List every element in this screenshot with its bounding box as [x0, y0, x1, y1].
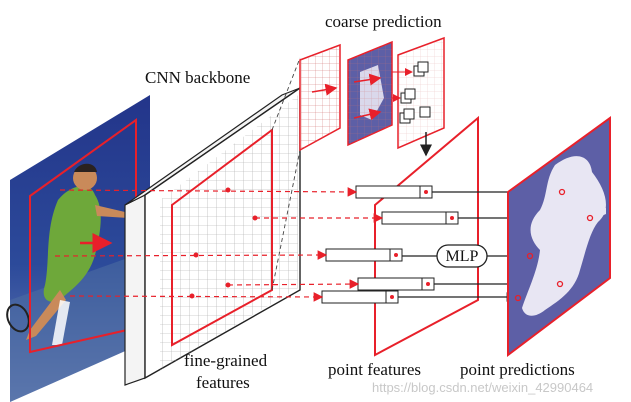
player-shirt-shape	[43, 185, 101, 302]
feature-vector	[357, 277, 435, 291]
features-label: features	[196, 373, 250, 392]
cnn-backbone-label: CNN backbone	[145, 68, 250, 87]
feature-vector	[321, 290, 399, 304]
point-predictions-panel	[507, 116, 611, 358]
feature-vector	[381, 211, 459, 225]
fine-grained-label: fine-grained	[184, 351, 268, 370]
racket-shape	[6, 303, 30, 333]
coarse-prediction	[299, 36, 445, 157]
mlp-node: MLP	[436, 244, 488, 268]
point-features-panel	[321, 115, 479, 357]
input-image	[6, 95, 150, 402]
mask-silhouette-shape	[522, 156, 606, 316]
feature-vector	[325, 248, 403, 262]
cnn-backbone-slab	[124, 86, 301, 386]
point-predictions-label: point predictions	[460, 360, 575, 379]
feature-vector	[355, 185, 433, 199]
sampling-lines	[54, 187, 384, 302]
mlp-label: MLP	[446, 248, 479, 265]
watermark: https://blog.csdn.net/weixin_42990464	[372, 380, 593, 395]
point-features-label: point features	[328, 360, 421, 379]
point-features-plane	[374, 115, 479, 357]
coarse-prediction-label: coarse prediction	[325, 12, 442, 31]
